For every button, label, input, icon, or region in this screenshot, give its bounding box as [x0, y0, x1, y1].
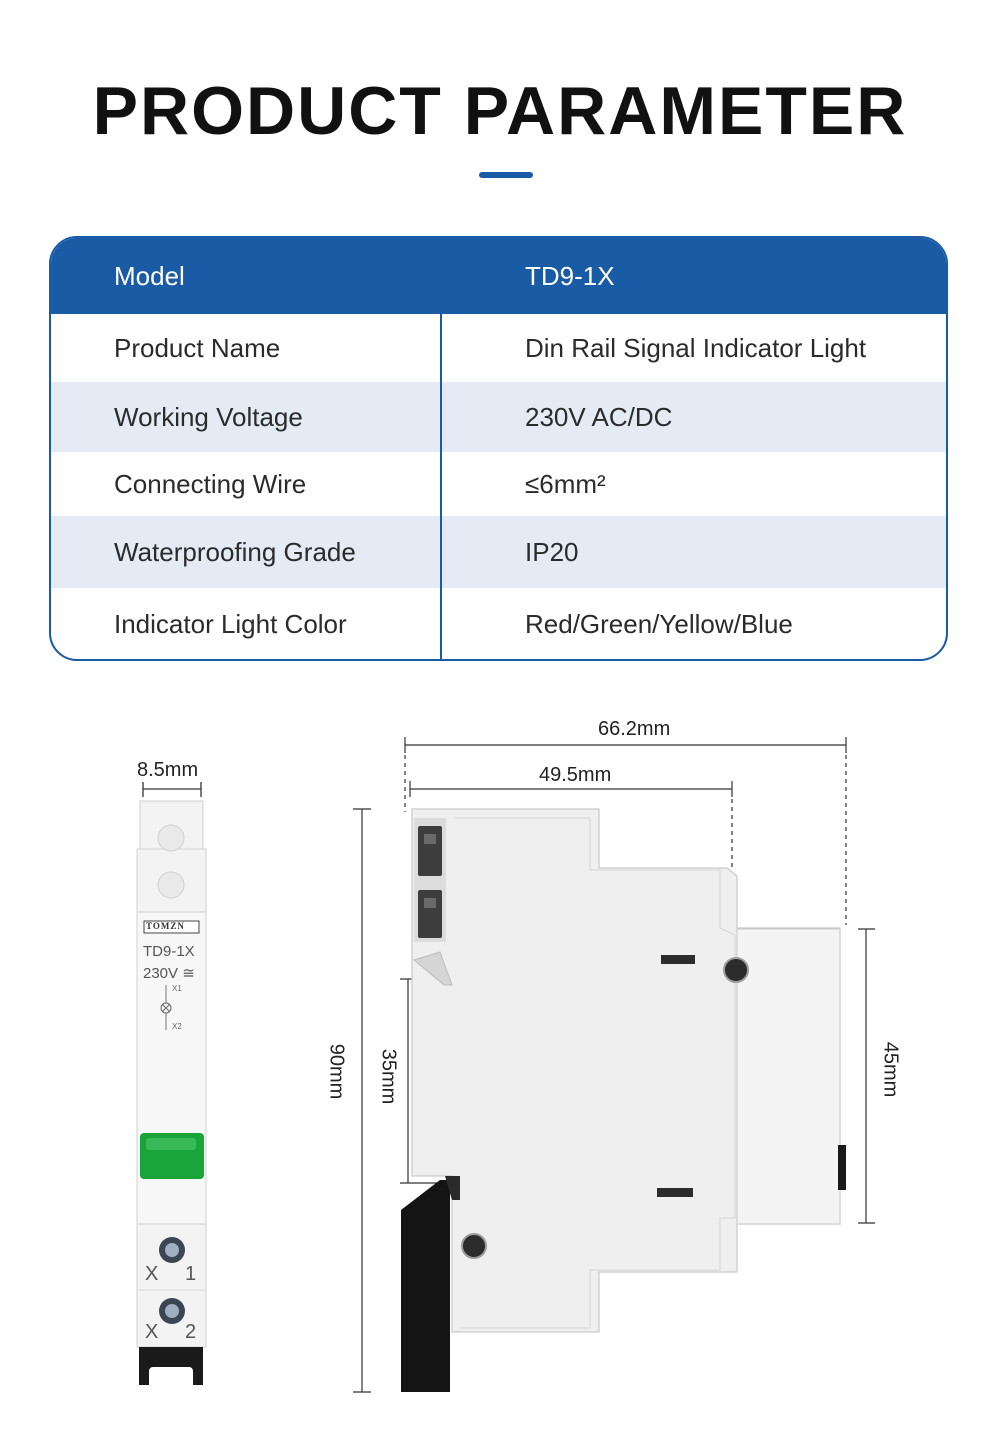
row-label: Working Voltage [114, 401, 303, 432]
row-value: IP20 [525, 536, 579, 567]
front-height-dimension-label: 45mm [879, 1041, 902, 1098]
x1-small-label: X1 [172, 984, 182, 993]
front-device-body [136, 800, 207, 1385]
front-view [142, 782, 202, 797]
row-value: TD9-1X [525, 260, 615, 291]
terminal2-number-label: 2 [185, 1321, 197, 1343]
table-row: Working Voltage 230V AC/DC [51, 382, 946, 452]
device-voltage-label: 230V ≅ [143, 965, 195, 982]
terminal1-number-label: 1 [185, 1263, 197, 1285]
side-device-body [401, 808, 846, 1392]
parameter-table: Model TD9-1X Product Name Din Rail Signa… [49, 236, 948, 661]
inner-depth-dimension-label: 49.5mm [539, 764, 612, 786]
page-title: PRODUCT PARAMETER [92, 73, 908, 149]
rail-dimension-label: 35mm [377, 1048, 400, 1105]
row-label: Model [114, 260, 185, 291]
title-underline [479, 172, 533, 178]
row-value: Din Rail Signal Indicator Light [525, 332, 867, 363]
row-label: Product Name [114, 332, 281, 363]
table-row: Waterproofing Grade IP20 [51, 516, 946, 588]
row-value: ≤6mm² [525, 468, 606, 499]
row-label: Connecting Wire [114, 468, 307, 499]
row-value: 230V AC/DC [525, 401, 673, 432]
x2-small-label: X2 [172, 1022, 182, 1031]
width-dimension-label: 8.5mm [137, 759, 199, 781]
terminal2-x-label: X [145, 1321, 159, 1343]
brand-logo: TOMZN [146, 921, 185, 931]
table-row: Model TD9-1X [51, 238, 946, 314]
terminal1-x-label: X [145, 1263, 159, 1285]
side-view-dimensions [353, 737, 875, 1393]
row-label: Indicator Light Color [114, 608, 347, 639]
row-label: Waterproofing Grade [114, 536, 356, 567]
row-value: Red/Green/Yellow/Blue [525, 608, 793, 639]
table-row: Indicator Light Color Red/Green/Yellow/B… [51, 588, 946, 659]
table-row: Connecting Wire ≤6mm² [51, 452, 946, 516]
table-row: Product Name Din Rail Signal Indicator L… [51, 314, 946, 382]
column-divider [440, 238, 442, 659]
device-model-label: TD9-1X [143, 943, 195, 960]
height-dimension-label: 90mm [325, 1043, 348, 1100]
depth-dimension-label: 66.2mm [598, 718, 671, 740]
